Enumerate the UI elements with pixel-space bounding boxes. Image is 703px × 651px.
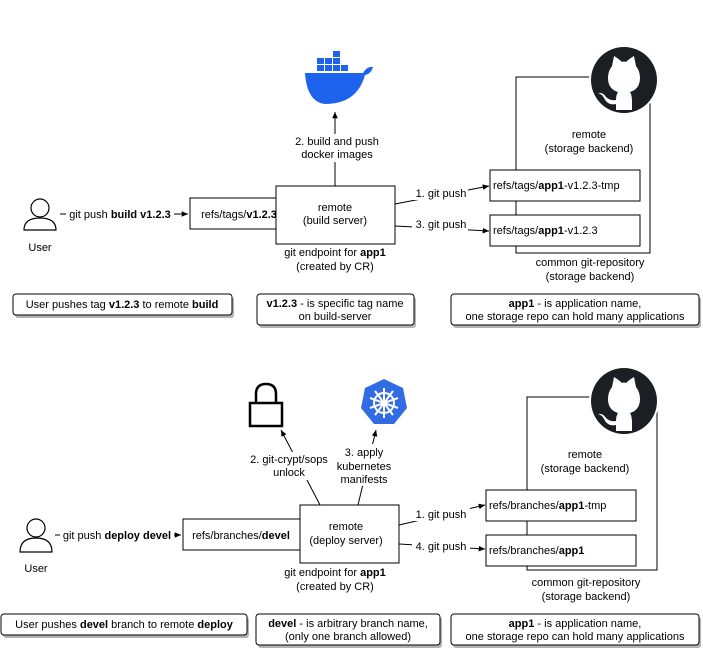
bottom-note-user-text: User pushes devel branch to remote deplo… bbox=[15, 619, 234, 631]
top-note-user-text: User pushes tag v1.2.3 to remote build bbox=[26, 299, 219, 311]
build-push-label-1: 2. build and push bbox=[295, 136, 379, 148]
bottom-target-tmp-label: refs/branches/app1-tmp bbox=[489, 500, 606, 512]
top-target-final-box bbox=[489, 214, 641, 247]
apply-label-1: 3. apply bbox=[345, 447, 384, 459]
bottom-target-tmp-box bbox=[485, 489, 637, 522]
top-note-app-line1: app1 - is application name, bbox=[509, 298, 642, 310]
top-tag-ref-label: refs/tags/v1.2.3 bbox=[201, 209, 277, 221]
bottom-note-app bbox=[450, 613, 700, 646]
top-target-final-label: refs/tags/app1-v1.2.3 bbox=[493, 225, 598, 237]
top-note-tag bbox=[256, 293, 415, 326]
top-common-label-1: common git-repository bbox=[536, 257, 645, 269]
top-note-tag-line2: on build-server bbox=[299, 311, 372, 323]
build-push-label-2: docker images bbox=[301, 149, 373, 161]
top-target-tmp-label: refs/tags/app1-v1.2.3-tmp bbox=[493, 180, 620, 192]
bottom-section: User git push deploy devel refs/branches… bbox=[0, 366, 701, 648]
top-note-app bbox=[450, 293, 700, 326]
build-endpoint-sub: (created by CR) bbox=[296, 261, 374, 273]
top-push-label: git push build v1.2.3 bbox=[69, 209, 171, 221]
bottom-storage-label-1: remote bbox=[568, 449, 602, 461]
top-note-user bbox=[12, 293, 233, 316]
apply-label-3: manifests bbox=[340, 474, 388, 486]
bottom-note-app-line2: one storage repo can hold many applicati… bbox=[466, 631, 685, 643]
github-icon bbox=[589, 366, 659, 436]
bottom-note-branch bbox=[255, 613, 441, 646]
top-storage-label-1: remote bbox=[572, 129, 606, 141]
build-endpoint-label: git endpoint for app1 bbox=[284, 247, 386, 259]
top-push1-label: 1. git push bbox=[416, 188, 467, 200]
bottom-push4-label: 4. git push bbox=[416, 541, 467, 553]
top-note-tag-line1: v1.2.3 - is specific tag name bbox=[267, 298, 404, 310]
bottom-note-branch-line2: (only one branch allowed) bbox=[285, 631, 411, 643]
bottom-common-label-2: (storage backend) bbox=[542, 591, 631, 603]
bottom-common-label-1: common git-repository bbox=[532, 577, 641, 589]
build-server-box bbox=[275, 185, 396, 245]
unlock-label-2: unlock bbox=[273, 467, 305, 479]
top-storage-label-2: (storage backend) bbox=[545, 143, 634, 155]
deploy-endpoint-sub: (created by CR) bbox=[296, 581, 374, 593]
deploy-server-label-1: remote bbox=[329, 521, 363, 533]
bottom-storage-label-2: (storage backend) bbox=[541, 463, 630, 475]
deploy-endpoint-label: git endpoint for app1 bbox=[284, 567, 386, 579]
build-server-label-2: (build server) bbox=[303, 215, 367, 227]
build-server-label-1: remote bbox=[318, 202, 352, 214]
deploy-server-label-2: (deploy server) bbox=[309, 535, 382, 547]
bottom-note-branch-line1: devel - is arbitrary branch name, bbox=[268, 618, 428, 630]
bottom-note-app-line1: app1 - is application name, bbox=[509, 618, 642, 630]
bottom-push-label: git push deploy devel bbox=[63, 530, 171, 542]
deploy-server-box bbox=[299, 504, 400, 564]
top-push3-label: 3. git push bbox=[416, 219, 467, 231]
docker-icon bbox=[305, 51, 373, 104]
top-target-tmp-box bbox=[489, 169, 641, 202]
github-icon bbox=[589, 45, 659, 115]
top-common-label-2: (storage backend) bbox=[546, 271, 635, 283]
top-user-label: User bbox=[28, 242, 52, 254]
bottom-target-final-box bbox=[485, 534, 637, 567]
user-icon bbox=[19, 518, 53, 553]
bottom-branch-ref-label: refs/branches/devel bbox=[192, 530, 290, 542]
unlock-label-1: 2. git-crypt/sops bbox=[250, 454, 328, 466]
bottom-push1-label: 1. git push bbox=[416, 509, 467, 521]
kubernetes-icon bbox=[361, 379, 407, 424]
bottom-note-user bbox=[0, 613, 248, 636]
apply-label-2: kubernetes bbox=[337, 461, 392, 473]
user-icon bbox=[23, 198, 57, 231]
bottom-target-final-label: refs/branches/app1 bbox=[489, 545, 584, 557]
top-note-app-line2: one storage repo can hold many applicati… bbox=[466, 311, 685, 323]
top-section: User git push build v1.2.3 refs/tags/v1.… bbox=[12, 45, 701, 328]
bottom-user-label: User bbox=[24, 563, 48, 575]
lock-icon bbox=[248, 382, 284, 428]
